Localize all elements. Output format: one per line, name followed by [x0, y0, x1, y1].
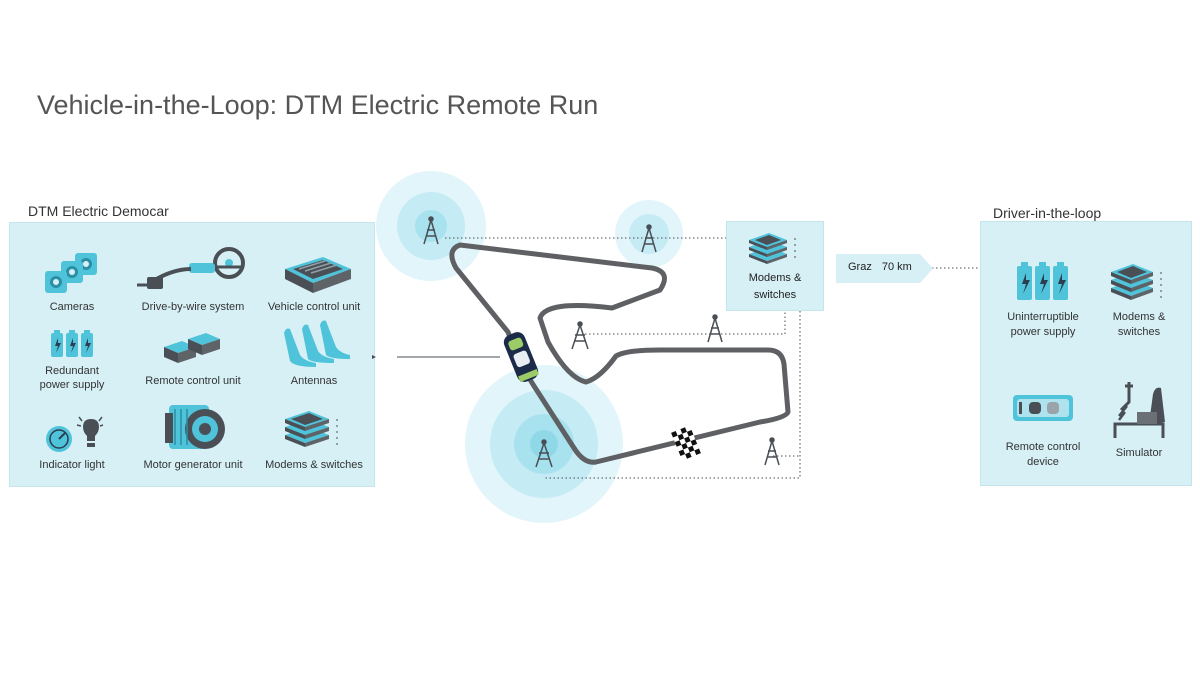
item-simulator: Simulator — [1089, 376, 1189, 461]
item-label: Indicator light — [39, 459, 105, 471]
item-modems-switches: Modems & switches — [252, 405, 376, 472]
item-right-modems: Modems & switches — [1089, 258, 1189, 340]
modem-stack-icon — [1111, 264, 1162, 300]
camera-icon — [45, 253, 97, 293]
battery-icon — [1017, 262, 1068, 300]
cell-tower-icon — [707, 314, 723, 343]
item-label: Redundant power supply — [39, 365, 105, 391]
modem-stack-icon — [285, 411, 338, 447]
item-remote-control-unit: Remote control unit — [131, 327, 255, 388]
item-antennas: Antennas — [252, 319, 376, 388]
control-unit-icon — [285, 257, 351, 293]
item-label: Simulator — [1115, 447, 1163, 459]
steering-wheel-icon — [137, 247, 245, 289]
cell-tower-icon — [535, 439, 553, 468]
signal-zone-top-left — [376, 171, 486, 281]
graz-distance: 70 km — [881, 261, 912, 273]
signal-zone-top-center — [615, 200, 683, 268]
remote-device-icon — [1013, 395, 1073, 421]
democar-panel: Cameras Drive-by-wire system Vehicle con… — [9, 222, 375, 487]
graz-city: Graz — [848, 261, 872, 273]
indicator-light-icon — [46, 416, 104, 452]
cell-tower-icon — [641, 224, 657, 253]
right-panel-title: Driver-in-the-loop — [993, 205, 1102, 221]
item-cameras: Cameras — [10, 249, 134, 314]
item-label: Remote control unit — [145, 375, 241, 387]
left-panel-title: DTM Electric Democar — [28, 203, 169, 219]
graz-link-arrow: Graz 70 km — [836, 254, 933, 283]
item-indicator-light: Indicator light — [10, 415, 134, 472]
item-label: Vehicle control unit — [267, 301, 361, 313]
simulator-seat-icon — [1113, 382, 1165, 438]
race-car-icon — [503, 332, 539, 383]
item-label: Antennas — [290, 375, 338, 387]
item-ups: Uninterruptible power supply — [993, 258, 1093, 340]
track-modems-box: Modems & switches — [726, 221, 824, 311]
item-motor-generator: Motor generator unit — [131, 399, 255, 472]
track-modems-label: Modems & switches — [748, 272, 802, 301]
item-label: Modems & switches — [265, 459, 363, 471]
cell-tower-icon — [571, 321, 589, 350]
network-connections — [445, 237, 978, 479]
motor-icon — [165, 405, 225, 449]
item-label: Remote control device — [1005, 441, 1081, 468]
arrow-shape — [836, 254, 933, 283]
item-drive-by-wire: Drive-by-wire system — [131, 245, 255, 314]
page-title: Vehicle-in-the-Loop: DTM Electric Remote… — [37, 90, 599, 120]
battery-icon — [51, 330, 93, 357]
item-label: Cameras — [49, 301, 95, 313]
cell-tower-icon — [423, 216, 439, 245]
item-remote-control-device: Remote control device — [993, 392, 1093, 470]
item-redundant-power: Redundant power supply — [10, 327, 134, 392]
item-label: Motor generator unit — [143, 459, 243, 471]
antenna-icon — [284, 320, 350, 367]
item-vehicle-control-unit: Vehicle control unit — [252, 249, 376, 314]
leader-arrow-icon — [372, 355, 376, 359]
item-label: Uninterruptible power supply — [1007, 311, 1079, 338]
finish-flag-icon — [671, 425, 701, 461]
cell-tower-icons — [423, 216, 780, 468]
item-label: Modems & switches — [1112, 311, 1166, 338]
driver-in-the-loop-panel: Uninterruptible power supply Modems & sw… — [980, 221, 1192, 486]
item-label: Drive-by-wire system — [141, 301, 245, 313]
modem-stack-icon — [749, 233, 796, 264]
cell-tower-icon — [764, 437, 780, 466]
remote-unit-icon — [164, 333, 220, 363]
